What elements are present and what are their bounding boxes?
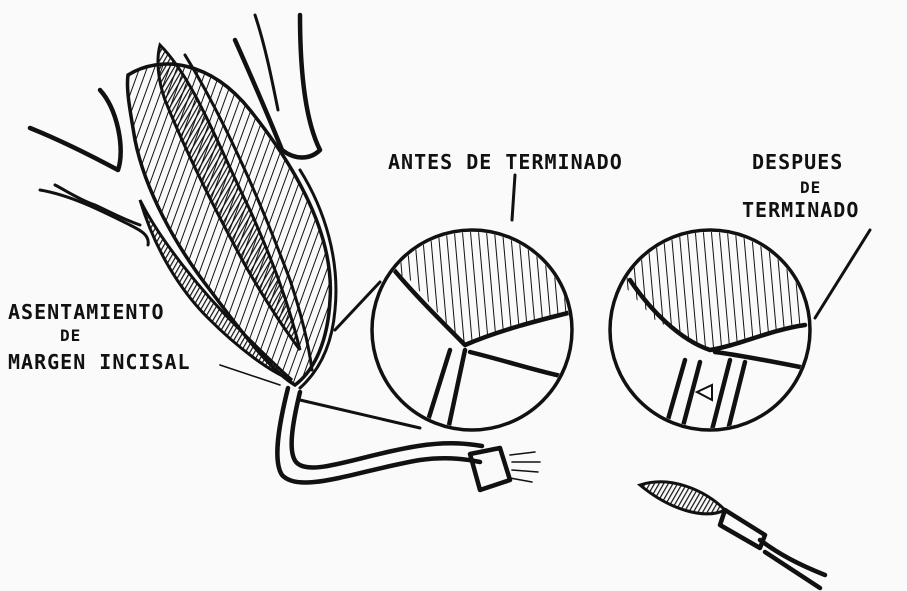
before-label: ANTES DE TERMINADO xyxy=(388,150,623,174)
seat-label-line1: ASENTAMIENTO xyxy=(8,300,165,324)
after-label-line1: DESPUES xyxy=(752,150,843,174)
seat-label-line2: DE xyxy=(60,326,81,345)
brush-instrument xyxy=(640,482,825,588)
after-label-line2: DE xyxy=(800,178,821,197)
after-label-line3: TERMINADO xyxy=(742,198,859,222)
after-magnified-view xyxy=(610,230,870,430)
before-magnified-view xyxy=(300,175,580,430)
seat-label-line3: MARGEN INCISAL xyxy=(8,350,191,374)
